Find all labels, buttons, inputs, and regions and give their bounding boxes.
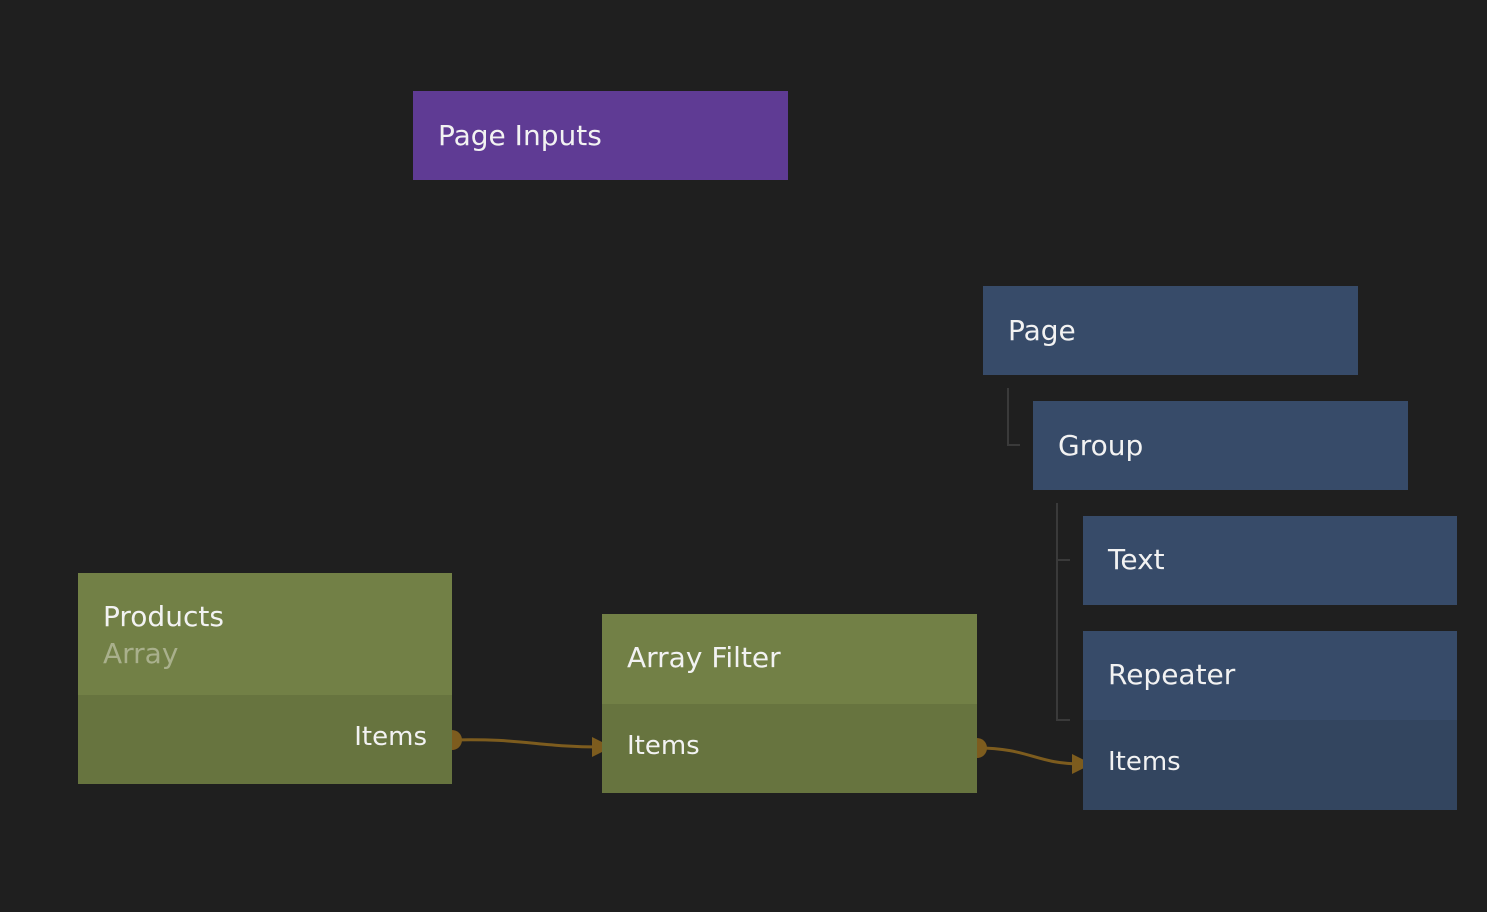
node-title: Group [1058,429,1144,462]
node-page-inputs[interactable]: Page Inputs [413,91,788,180]
node-ports: Items [602,704,977,793]
node-header: Array Filter [602,614,977,704]
node-header: Products Array [78,573,452,695]
node-subtitle: Array [103,637,179,670]
node-products[interactable]: Products Array Items [78,573,452,784]
tree-line-page-group [1007,388,1020,446]
node-array-filter[interactable]: Array Filter Items [602,614,977,793]
connection-products-to-filter[interactable] [451,738,601,749]
node-repeater[interactable]: Repeater Items [1083,631,1457,810]
node-ports: Items [78,695,452,784]
node-page[interactable]: Page [983,286,1358,375]
input-port-items[interactable]: Items [627,731,700,761]
connection-filter-to-repeater[interactable] [976,746,1083,766]
input-port-items[interactable]: Items [1108,747,1181,777]
node-title: Page Inputs [438,119,602,152]
tree-line-group-children [1056,503,1070,721]
node-title: Products [103,600,224,633]
node-ports: Items [1083,720,1457,810]
output-port-items[interactable]: Items [354,722,427,752]
node-title: Array Filter [627,641,781,674]
node-title: Text [1108,543,1165,576]
node-header: Repeater [1083,631,1457,720]
node-group[interactable]: Group [1033,401,1408,490]
repeater-input-arrow-icon [1072,754,1092,774]
node-title: Repeater [1108,658,1236,691]
node-text[interactable]: Text [1083,516,1457,605]
node-title: Page [1008,314,1076,347]
